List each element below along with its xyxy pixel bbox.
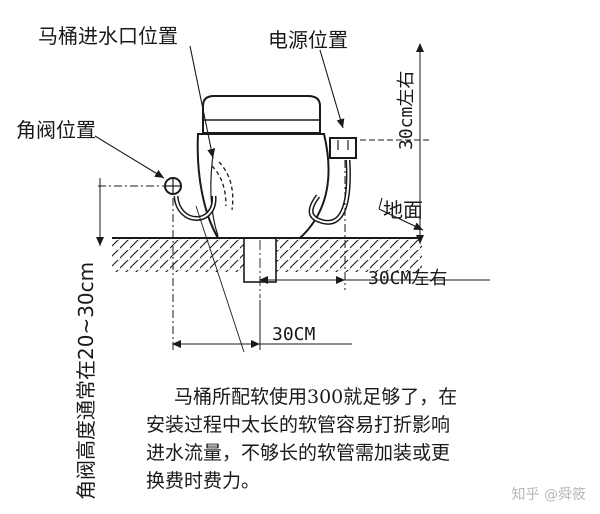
description-line: 进水流量，不够长的软管需加装或更 bbox=[146, 442, 451, 464]
power-position-label: 电源位置 bbox=[268, 28, 348, 52]
hose-description: 马桶所配软使用300就足够了，在 安装过程中太长的软管容易打折影响 进水流量，不… bbox=[146, 383, 586, 495]
toilet-tank bbox=[202, 95, 321, 134]
power-height-label: 30cm左右 bbox=[396, 70, 417, 150]
drain-pipe bbox=[243, 222, 277, 298]
inlet-offset-label: 30CM bbox=[272, 324, 316, 345]
power-outlet bbox=[308, 137, 357, 225]
ground-label: 地面 bbox=[383, 198, 423, 222]
description-line: 马桶所配软使用300就足够了，在 bbox=[174, 386, 458, 408]
toilet-bowl bbox=[196, 133, 330, 239]
dimension-lines bbox=[96, 43, 490, 353]
angle-valve-height-label: 角阀高度通常在20~30cm bbox=[74, 261, 98, 500]
drain-offset-label: 30CM左右 bbox=[368, 268, 448, 289]
angle-valve bbox=[164, 177, 217, 221]
inlet-position-label: 马桶进水口位置 bbox=[38, 24, 178, 48]
watermark: 知乎 @舜筱 bbox=[511, 487, 586, 503]
description-line: 换费时费力。 bbox=[146, 470, 261, 492]
angle-valve-position-label: 角阀位置 bbox=[16, 118, 96, 142]
leader-lines bbox=[94, 45, 424, 231]
description-line: 安装过程中太长的软管容易打折影响 bbox=[146, 414, 451, 436]
toilet bbox=[196, 95, 330, 239]
